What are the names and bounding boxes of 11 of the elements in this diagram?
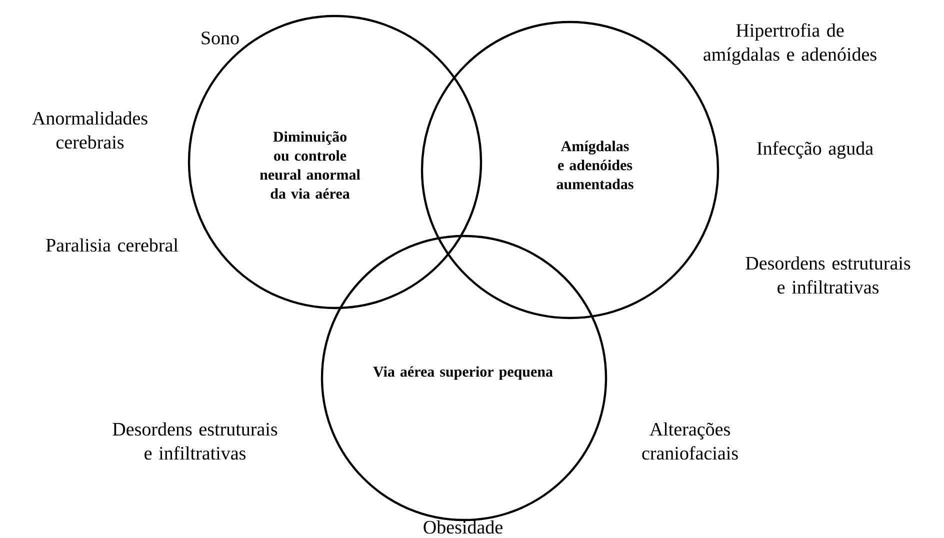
circle-label: Via aérea superior pequena: [373, 366, 553, 380]
circle-label: Amígdalas e adenóides aumentadas: [556, 140, 634, 190]
factor-label: Sono: [202, 32, 239, 44]
factor-label: Obesidade: [424, 520, 502, 534]
factor-label: Alterações craniofaciais: [642, 422, 738, 460]
factor-label: Anormalidades cerebrais: [32, 111, 148, 149]
factor-label: Infecção aguda: [757, 141, 874, 159]
factor-label: Desordens estruturais e infiltrativas: [112, 422, 278, 460]
factor-label: Desordens estruturais e infiltrativas: [746, 256, 910, 294]
factor-label: Hipertrofia de amígdalas e adenóides: [704, 23, 876, 65]
circle-label: Diminuição ou controle neural anormal da via aérea: [260, 131, 360, 199]
